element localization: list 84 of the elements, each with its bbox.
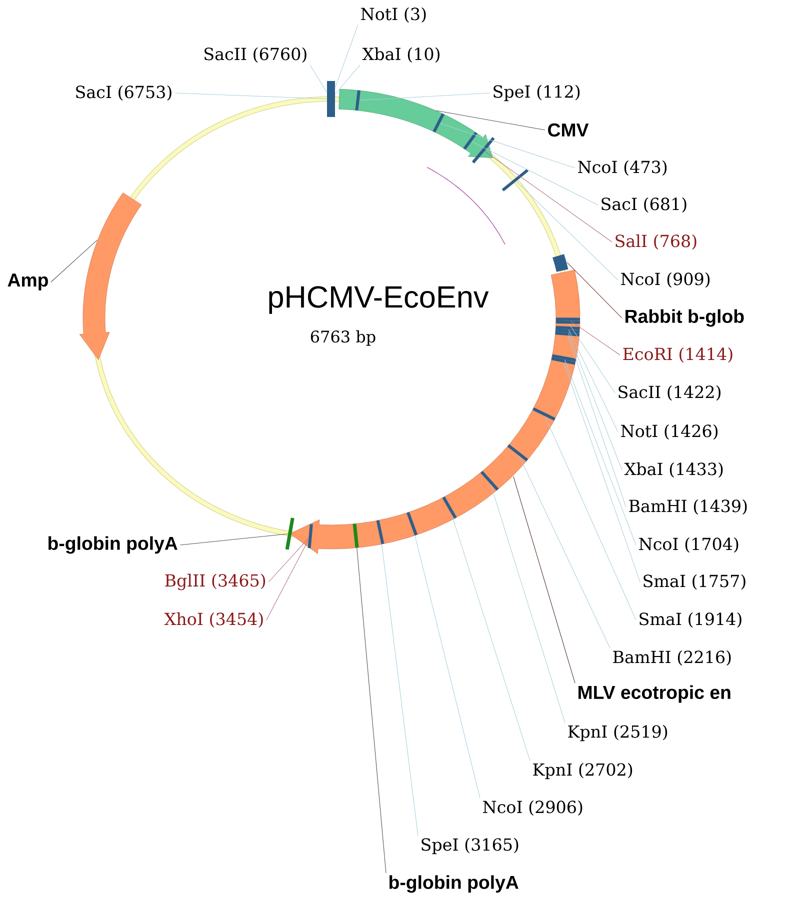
leader-line bbox=[414, 536, 480, 798]
site-label: SacII (1422) bbox=[618, 385, 720, 401]
site-label: SalI (768) bbox=[616, 234, 696, 250]
site-label: XhoI (3454) bbox=[164, 612, 263, 628]
site-label: BamHI (2216) bbox=[613, 650, 731, 666]
feature-label: Amp bbox=[8, 274, 48, 290]
leader-line bbox=[564, 360, 636, 546]
site-tick bbox=[327, 81, 335, 117]
leader-line bbox=[310, 64, 327, 92]
site-label: XbaI (10) bbox=[362, 47, 440, 63]
site-label: NotI (3) bbox=[361, 7, 426, 23]
leader-line bbox=[564, 362, 640, 582]
leader-line bbox=[472, 141, 598, 206]
site-tick bbox=[507, 444, 528, 462]
site-label: SpeI (112) bbox=[494, 84, 580, 102]
site-tick bbox=[463, 132, 478, 150]
site-label: SmaI (1914) bbox=[640, 612, 742, 628]
feature-block bbox=[552, 254, 568, 272]
leader-line bbox=[335, 64, 360, 94]
feature-label: MLV ecotropic en bbox=[578, 685, 730, 703]
site-tick bbox=[480, 470, 499, 491]
site-tick bbox=[555, 332, 580, 336]
site-label: NcoI (2906) bbox=[483, 800, 582, 816]
leader-line bbox=[266, 540, 308, 620]
site-label: BglII (3465) bbox=[165, 574, 266, 590]
leader-line bbox=[440, 123, 576, 168]
site-label: NotI (1426) bbox=[621, 424, 718, 440]
site-label: NcoI (1704) bbox=[639, 537, 738, 553]
feature-label: Rabbit b-glob bbox=[626, 309, 744, 327]
site-label: KpnI (2702) bbox=[533, 762, 632, 780]
gene-segment bbox=[338, 88, 493, 158]
site-label: SmaI (1757) bbox=[644, 574, 746, 590]
site-tick bbox=[556, 318, 580, 321]
site-label: XbaI (1433) bbox=[624, 462, 723, 478]
feature-label: b-globin polyA bbox=[390, 875, 518, 893]
site-label: EcoRI (1414) bbox=[623, 347, 732, 363]
leader-line bbox=[519, 456, 610, 648]
leader-line bbox=[174, 92, 327, 100]
site-tick bbox=[556, 328, 580, 334]
site-label: BamHI (1439) bbox=[629, 499, 747, 515]
leader-line bbox=[513, 476, 576, 684]
site-label: KpnI (2519) bbox=[568, 724, 668, 742]
leader-line bbox=[568, 329, 618, 432]
leader-line bbox=[356, 548, 386, 874]
leader-line bbox=[359, 92, 490, 101]
site-tick bbox=[502, 168, 529, 192]
leader-line bbox=[436, 110, 546, 130]
site-tick bbox=[442, 496, 457, 519]
site-label: NcoI (473) bbox=[578, 160, 667, 176]
plasmid-size: 6763 bp bbox=[310, 330, 376, 346]
site-tick bbox=[285, 518, 294, 550]
leader-line bbox=[268, 538, 309, 582]
leader-line bbox=[484, 151, 612, 242]
site-label: SpeI (3165) bbox=[422, 838, 518, 854]
plasmid-name: pHCMV-EcoEnv bbox=[269, 286, 489, 314]
site-tick bbox=[406, 512, 418, 536]
site-tick bbox=[308, 524, 313, 548]
site-tick bbox=[532, 407, 556, 421]
leader-line bbox=[382, 544, 418, 836]
leader-line bbox=[180, 534, 288, 546]
leader-line bbox=[568, 324, 616, 394]
site-tick bbox=[352, 524, 359, 548]
leader-line bbox=[568, 332, 622, 470]
site-tick bbox=[355, 90, 360, 111]
site-tick bbox=[556, 320, 580, 324]
leader-line bbox=[50, 240, 98, 282]
site-tick bbox=[432, 113, 444, 132]
site-tick bbox=[552, 354, 576, 362]
leader-line bbox=[452, 515, 530, 761]
site-label: NcoI (909) bbox=[621, 272, 710, 288]
gene-segment bbox=[79, 192, 142, 360]
leader-line bbox=[516, 181, 618, 280]
site-label: SacI (681) bbox=[602, 197, 686, 213]
leader-line bbox=[570, 320, 620, 356]
site-tick bbox=[376, 520, 384, 544]
site-label: SacII (6760) bbox=[204, 47, 306, 63]
leader-line bbox=[568, 336, 626, 508]
leader-line bbox=[335, 24, 358, 88]
feature-label: b-globin polyA bbox=[48, 536, 178, 554]
site-tick bbox=[556, 326, 580, 330]
site-tick bbox=[551, 357, 576, 365]
leader-line bbox=[544, 416, 636, 620]
site-label: SacI (6753) bbox=[76, 85, 172, 101]
feature-label: CMV bbox=[548, 123, 589, 137]
